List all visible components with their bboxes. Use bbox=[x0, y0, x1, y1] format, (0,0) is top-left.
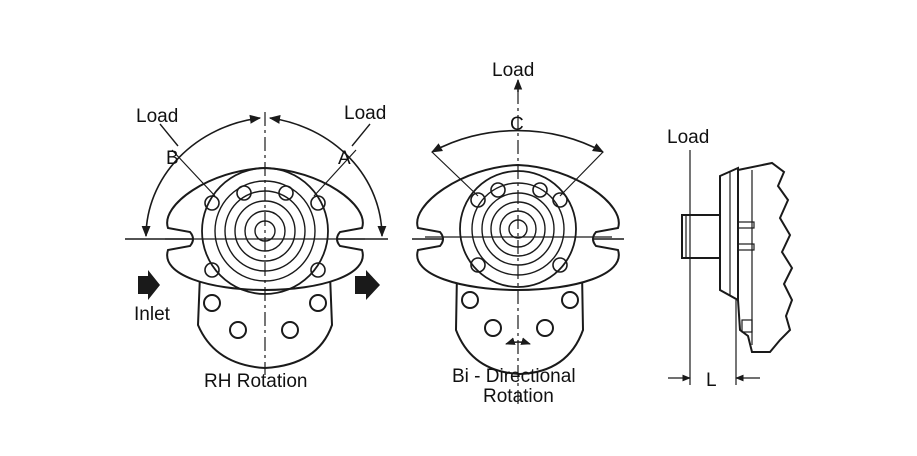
rh-rear-bolt bbox=[309, 294, 327, 312]
inlet-label: Inlet bbox=[134, 304, 171, 325]
rh-caption: RH Rotation bbox=[204, 371, 308, 392]
rh-rear-bolt bbox=[281, 321, 299, 339]
side-dimension-l-label: L bbox=[706, 370, 717, 391]
bi-caption-line1: Bi - Directional bbox=[452, 366, 576, 387]
rh-rear-bolt bbox=[229, 321, 247, 339]
bi-caption-line2: Rotation bbox=[483, 386, 554, 407]
bi-angle-c-label: C bbox=[510, 114, 524, 135]
rh-arc-a bbox=[268, 114, 387, 238]
side-view bbox=[668, 150, 794, 385]
rh-rotation-view bbox=[125, 112, 388, 375]
side-load-label: Load bbox=[667, 127, 709, 148]
outlet-arrow-icon bbox=[355, 270, 380, 300]
rh-load-left-label: Load bbox=[136, 106, 178, 127]
rh-load-right-label: Load bbox=[344, 103, 386, 124]
inlet-arrow-icon bbox=[138, 270, 160, 300]
bi-directional-view bbox=[412, 90, 624, 405]
bi-rear-housing bbox=[454, 271, 585, 376]
side-flange bbox=[719, 166, 739, 302]
side-shaft bbox=[681, 214, 721, 259]
bi-arc-c bbox=[431, 129, 604, 153]
side-body bbox=[737, 161, 794, 353]
rh-angle-a-label: A bbox=[338, 148, 351, 169]
rh-angle-b-label: B bbox=[166, 148, 179, 169]
bi-load-label: Load bbox=[492, 60, 534, 81]
rh-rear-bolt bbox=[203, 294, 221, 312]
